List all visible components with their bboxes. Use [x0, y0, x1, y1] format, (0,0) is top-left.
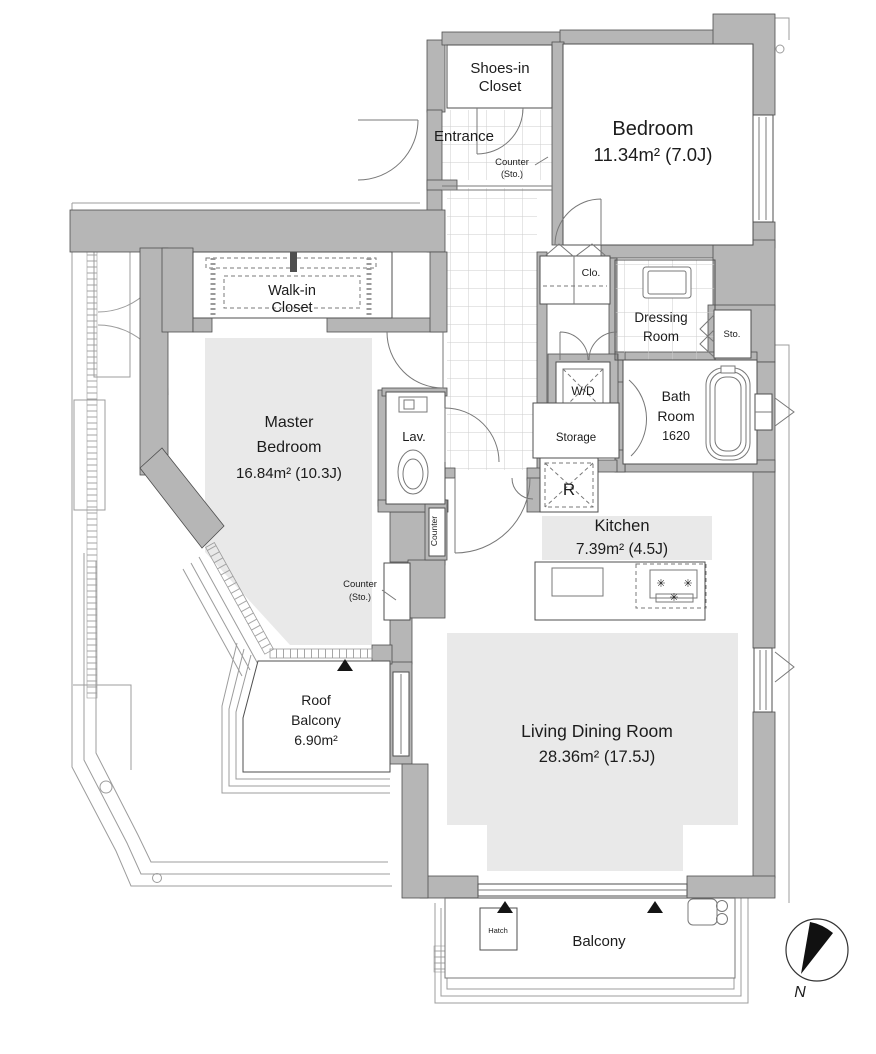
label-master-2: Bedroom: [257, 439, 322, 456]
label-refrigerator: R: [563, 480, 575, 499]
bedroom-outline: [562, 43, 754, 246]
closet-box: [539, 255, 611, 305]
burner-icon: ✳: [656, 578, 665, 590]
entrance-counter-leader: [534, 156, 549, 166]
entrance-step: [442, 185, 552, 191]
label-bath-1: Bath: [662, 388, 691, 404]
bath-vent-symbol: [774, 397, 795, 427]
living-window: [753, 647, 773, 713]
label-living-dining-area: 28.36m² (17.5J): [539, 748, 655, 766]
toilet: [397, 396, 429, 495]
burner-icon: ✳: [683, 578, 692, 590]
label-entrance-counter-2: (Sto.): [501, 169, 523, 179]
label-storage-small: Sto.: [724, 329, 741, 340]
storage-room: [532, 402, 620, 459]
master-diagonal-window: [205, 542, 275, 655]
master-counter-leader: [381, 589, 397, 601]
label-hall-counter: Counter: [429, 516, 439, 546]
label-master-area: 16.84m² (10.3J): [236, 465, 342, 482]
label-entrance: Entrance: [434, 128, 494, 145]
label-dressing-2: Room: [643, 329, 679, 344]
label-master-1: Master: [265, 414, 315, 431]
dressing-right-door: [588, 331, 618, 361]
floor-fills: [205, 45, 738, 871]
triangle-marker: [647, 901, 663, 913]
fixtures: ✳ ✳ ✳: [381, 156, 751, 926]
storage-small-folding-door: [699, 314, 715, 358]
bath-door-curve: [628, 379, 647, 457]
label-bath-2: Room: [657, 408, 694, 424]
compass-circle: [785, 918, 849, 982]
label-living-dining: Living Dining Room: [521, 721, 673, 741]
burner-icon: ✳: [669, 592, 678, 604]
label-bedroom: Bedroom: [612, 118, 693, 140]
label-master-counter-1: Counter: [343, 579, 377, 590]
master-bedroom-door: [386, 331, 444, 389]
label-shoes-closet-2: Closet: [479, 78, 522, 95]
label-walkin-2: Closet: [271, 300, 312, 316]
label-balcony: Balcony: [572, 933, 626, 950]
labels: Shoes-in Closet Entrance Counter (Sto.) …: [236, 60, 740, 950]
label-storage: Storage: [556, 432, 596, 444]
compass-north-label: N: [794, 984, 806, 1001]
doors: [357, 107, 618, 554]
markers: [337, 659, 663, 913]
label-kitchen: Kitchen: [594, 517, 649, 535]
slop-sink: [687, 898, 728, 926]
left-hatched-strip: [86, 227, 98, 699]
label-entrance-counter-1: Counter: [495, 157, 529, 168]
roof-balcony-outline: [242, 660, 391, 773]
master-bedroom-carpet: [205, 338, 372, 645]
label-dressing-1: Dressing: [634, 310, 687, 325]
kitchen-counter: ✳ ✳ ✳: [534, 561, 707, 621]
front-door: [357, 119, 419, 181]
lavatory-door: [444, 407, 500, 463]
compass: N: [785, 918, 849, 1001]
living-room-door: [454, 477, 531, 554]
label-roof-balcony-1: Roof: [301, 692, 331, 708]
label-roof-balcony-2: Balcony: [291, 712, 341, 728]
compass-needle: [801, 922, 833, 974]
hall-counter-box: [428, 507, 446, 557]
dressing-sink: [642, 266, 692, 299]
master-south-window: [269, 648, 373, 659]
bedroom-window: [752, 114, 774, 223]
label-hatch: Hatch: [488, 926, 508, 935]
shoes-closet-door: [476, 107, 524, 155]
label-washer-dryer: W/D: [571, 384, 595, 398]
master-counter-box: [383, 562, 411, 621]
label-closet: Clo.: [582, 267, 601, 279]
label-lavatory: Lav.: [402, 429, 426, 444]
kitchen-label-band: [542, 516, 712, 560]
storage-small-box: [713, 309, 752, 359]
label-roof-balcony-area: 6.90m²: [294, 732, 338, 748]
stove-outline: [635, 563, 707, 609]
dressing-left-door: [559, 331, 589, 361]
triangle-marker: [337, 659, 353, 671]
bedroom-door: [554, 198, 602, 246]
label-bedroom-area: 11.34m² (7.0J): [594, 144, 713, 165]
hall-floor: [447, 188, 537, 470]
label-master-counter-2: (Sto.): [349, 592, 371, 602]
kitchen-sink: [551, 567, 604, 597]
shoes-closet-outline: [446, 44, 553, 109]
bathtub: [705, 367, 751, 461]
rooms-and-windows: [192, 43, 795, 979]
label-bath-size: 1620: [662, 429, 690, 443]
closet-folding-door: [544, 243, 607, 257]
living-dining-carpet: [447, 633, 738, 871]
hatch-box: [479, 907, 518, 951]
kitchen-side-door: [511, 477, 534, 500]
label-kitchen-area: 7.39m² (4.5J): [576, 541, 668, 558]
label-walkin-1: Walk-in: [268, 283, 316, 299]
living-vent-symbol: [774, 651, 795, 683]
label-shoes-closet-1: Shoes-in: [470, 60, 529, 77]
entrance-floor: [442, 110, 552, 180]
triangle-marker: [497, 901, 513, 913]
